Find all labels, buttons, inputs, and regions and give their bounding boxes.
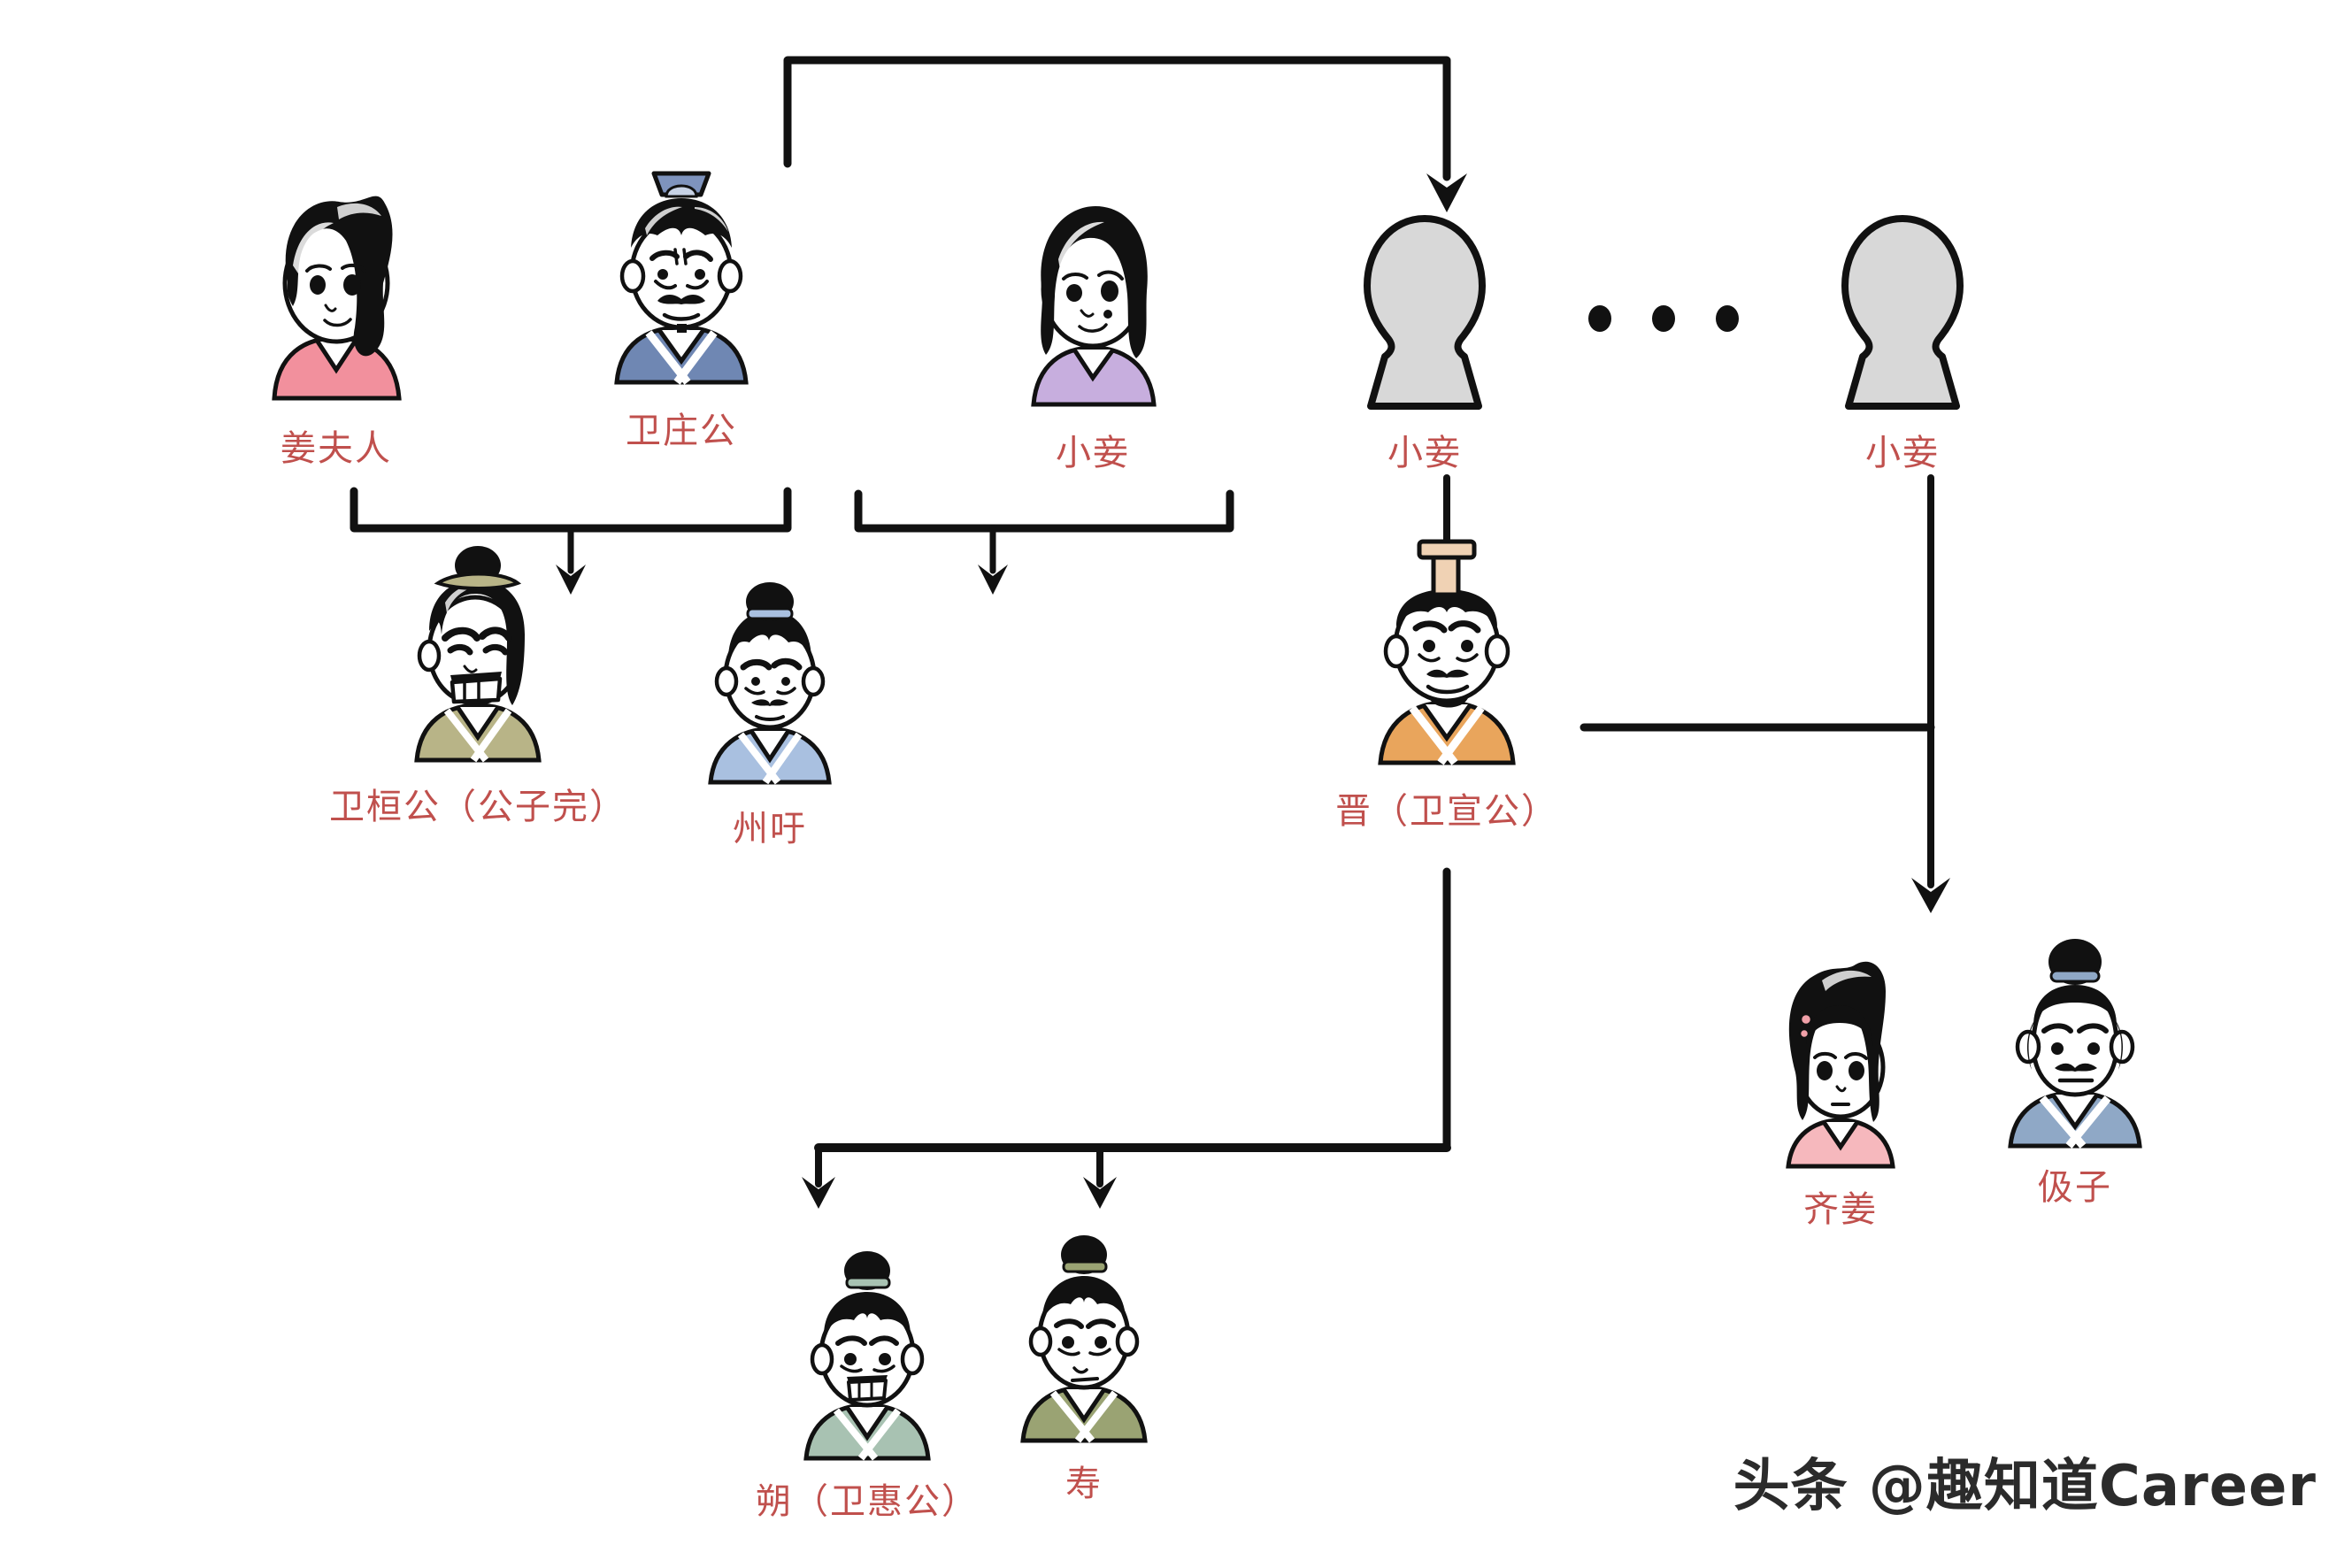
- person-label: 卫桓公（公子完）: [329, 787, 626, 827]
- person-jin-wei-xuan-gong[interactable]: 晋（卫宣公）: [1257, 522, 1637, 832]
- person-label: 齐姜: [1803, 1189, 1878, 1230]
- person-ji-zi[interactable]: 伋子: [1942, 916, 2208, 1208]
- person-concubine-1[interactable]: 小妾: [960, 181, 1226, 473]
- portrait-woman-pink-robe-bangs: [1730, 938, 1951, 1186]
- person-label: 小妾: [1387, 433, 1462, 473]
- watermark: 头条 @趣知道Career: [1733, 1454, 2317, 1519]
- portrait-man-lightblue-robe: [659, 557, 880, 805]
- dot-1: [1588, 305, 1611, 332]
- person-label: 寿: [1065, 1464, 1103, 1504]
- portrait-man-orange-robe-hat: [1327, 522, 1566, 788]
- person-qi-jiang[interactable]: 齐姜: [1708, 938, 1973, 1230]
- ellipsis-dots: [1588, 305, 1739, 332]
- person-shuo-wei-hui-gong[interactable]: 朔（卫惠公）: [699, 1230, 1035, 1522]
- portrait-man-green-robe: [757, 1230, 978, 1478]
- person-wei-huan-gong[interactable]: 卫桓公（公子完）: [292, 535, 664, 827]
- person-concubine-2[interactable]: 小妾: [1292, 181, 1557, 473]
- person-jiang-furen[interactable]: 姜夫人: [204, 177, 469, 469]
- person-concubine-3[interactable]: 小妾: [1770, 181, 2035, 473]
- person-zhou-xu[interactable]: 州吁: [637, 557, 903, 849]
- portrait-man-olive-robe: [973, 1212, 1195, 1460]
- person-label: 姜夫人: [281, 428, 392, 469]
- person-label: 州吁: [733, 809, 807, 849]
- person-label: 小妾: [1056, 433, 1130, 473]
- person-wei-zhuang-gong[interactable]: 卫庄公: [549, 159, 814, 451]
- portrait-man-blue-robe-bun: [1964, 916, 2186, 1164]
- person-label: 卫庄公: [626, 411, 737, 451]
- edge-jin-to-sons: [802, 867, 1451, 1209]
- portrait-man-olive-robe-angry: [367, 535, 588, 783]
- edge-concubine3-to-jizi: [1911, 474, 1950, 913]
- person-label: 伋子: [2038, 1167, 2112, 1208]
- person-label: 晋（卫宣公）: [1335, 791, 1558, 832]
- person-label: 朔（卫惠公）: [756, 1481, 979, 1522]
- person-shou[interactable]: 寿: [951, 1212, 1217, 1504]
- portrait-silhouette-gray: [1314, 181, 1535, 429]
- dot-2: [1652, 305, 1675, 332]
- portrait-man-crown-blue-robe: [571, 159, 792, 407]
- portrait-woman-pink-robe: [226, 177, 447, 425]
- portrait-silhouette-gray: [1792, 181, 2013, 429]
- edge-zhuang-concubine-to-zhouxu: [854, 489, 1234, 595]
- person-label: 小妾: [1865, 433, 1940, 473]
- dot-3: [1716, 305, 1739, 332]
- portrait-woman-purple-robe: [982, 181, 1203, 429]
